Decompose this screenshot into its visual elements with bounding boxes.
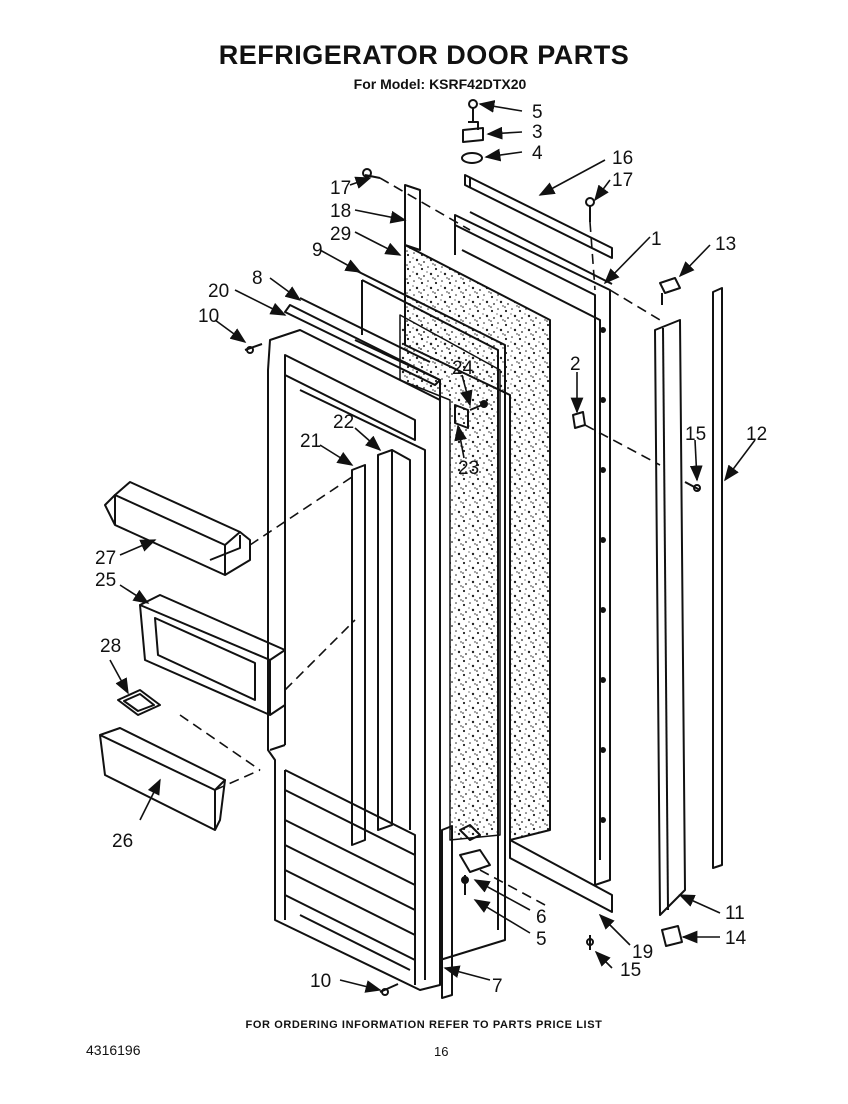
bushing-4 — [461, 152, 483, 164]
breaker-strip-top — [284, 297, 441, 386]
hinge-pin-3 — [462, 121, 484, 143]
callout-13: 13 — [715, 234, 736, 255]
bottom-screw-5 — [461, 875, 469, 895]
callout-6: 6 — [536, 907, 547, 928]
handle-trim-11 — [654, 319, 686, 916]
callout-11: 11 — [725, 903, 745, 924]
callout-21: 21 — [300, 431, 321, 452]
callout-17-left: 17 — [330, 178, 351, 199]
callout-23: 23 — [458, 458, 479, 479]
liner-bar-21 — [351, 464, 366, 846]
callout-25: 25 — [95, 570, 116, 591]
model-subtitle: For Model: KSRF42DTX20 — [353, 76, 527, 92]
callout-26: 26 — [112, 831, 133, 852]
callout-1: 1 — [651, 229, 662, 250]
callout-28: 28 — [100, 636, 121, 657]
callout-8: 8 — [252, 268, 263, 289]
inner-door-liner — [267, 329, 441, 991]
pad-28 — [117, 689, 161, 716]
gasket-strip-12 — [712, 287, 723, 869]
screw-10-bottom — [379, 983, 399, 996]
page-number: 16 — [434, 1044, 449, 1059]
callout-20: 20 — [208, 281, 229, 302]
screw-24 — [469, 400, 488, 411]
callout-15-bottom: 15 — [620, 960, 641, 981]
door-bin-25 — [139, 594, 286, 716]
top-hinge-bracket — [464, 174, 613, 259]
hinge-screw-5 — [468, 99, 478, 122]
bottom-hinge-6 — [459, 824, 491, 873]
page-title: REFRIGERATOR DOOR PARTS — [218, 40, 630, 70]
bottom-bracket-19 — [509, 839, 613, 913]
callout-5-bottom: 5 — [536, 929, 547, 950]
callout-2: 2 — [570, 354, 581, 375]
screw-10-top — [244, 343, 263, 354]
callout-15-right: 15 — [685, 424, 706, 445]
end-cap-14 — [661, 925, 683, 947]
callout-7: 7 — [492, 976, 503, 997]
liner-bar-22 — [377, 449, 411, 831]
callout-27: 27 — [95, 548, 116, 569]
foam-insulation — [399, 244, 551, 841]
end-cap-13 — [659, 277, 681, 305]
door-shelf-27 — [104, 481, 251, 576]
clip-2 — [572, 411, 586, 429]
trim-strip-7 — [441, 825, 453, 999]
callout-19: 19 — [632, 942, 653, 963]
callout-22: 22 — [333, 412, 354, 433]
callout-24: 24 — [452, 358, 474, 379]
callout-9: 9 — [312, 240, 323, 261]
screw-17-right — [585, 197, 595, 222]
vertical-strip — [404, 184, 421, 251]
callout-4: 4 — [532, 143, 543, 164]
callout-10-bottom: 10 — [310, 971, 331, 992]
callout-10-top: 10 — [198, 306, 219, 327]
callout-14: 14 — [725, 928, 747, 949]
trim-bar-26 — [99, 727, 226, 831]
callout-29: 29 — [330, 224, 351, 245]
screw-15-right — [684, 481, 701, 492]
ordering-note: FOR ORDERING INFORMATION REFER TO PARTS … — [245, 1019, 603, 1031]
screw-17-left — [362, 168, 381, 179]
callout-5-top: 5 — [532, 102, 543, 123]
screw-15-bottom — [586, 935, 594, 950]
clip-23 — [454, 404, 469, 429]
callout-17-right: 17 — [612, 170, 633, 191]
document-number: 4316196 — [86, 1042, 141, 1058]
callout-16: 16 — [612, 148, 633, 169]
callout-3: 3 — [532, 122, 543, 143]
callout-12: 12 — [746, 424, 767, 445]
callout-18: 18 — [330, 201, 351, 222]
